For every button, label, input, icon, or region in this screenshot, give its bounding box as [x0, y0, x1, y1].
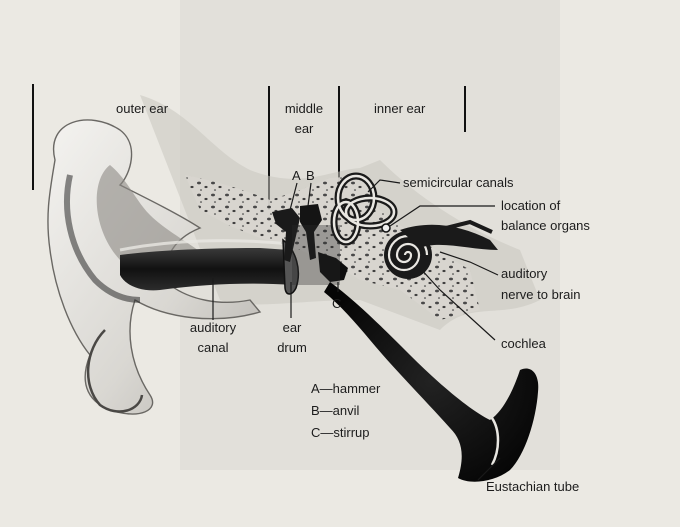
semicircular-canals-label: semicircular canals — [403, 175, 514, 190]
key-hammer: A—hammer — [311, 381, 381, 396]
ossicle-a-label: A — [292, 168, 301, 183]
leader-b — [307, 182, 312, 207]
key-anvil: B—anvil — [311, 403, 360, 418]
temporal-bone — [185, 175, 480, 320]
auditory-canal-label-line2: canal — [197, 340, 229, 355]
leader-nerve — [439, 251, 499, 276]
cochlea-label: cochlea — [501, 336, 546, 351]
ossicle-c-label: C — [332, 296, 342, 311]
leader-balance — [389, 205, 495, 227]
ear-lobe — [86, 329, 144, 413]
middle-ear-label-line1: middle — [284, 101, 324, 116]
balance-organs-label-line1: location of — [501, 198, 561, 213]
ear-drum-label-line2: drum — [277, 340, 307, 355]
outer-ear-label: outer ear — [116, 101, 169, 116]
eustachian-tube — [324, 282, 539, 482]
ossicle-b-label: B — [306, 168, 315, 183]
anvil-bone — [300, 204, 322, 260]
leader-semicircular — [367, 179, 401, 193]
leader-eustachian — [477, 457, 501, 481]
auditory-nerve-label-line2: nerve to brain — [501, 287, 581, 302]
inner-ear-label: inner ear — [374, 101, 426, 116]
eustachian-tube-label: Eustachian tube — [486, 479, 580, 494]
balance-organ — [381, 223, 391, 233]
hammer-bone — [272, 208, 300, 262]
auditory-canal-label-line1: auditory — [189, 320, 237, 335]
pinna-fold — [64, 174, 141, 303]
ear-canal — [120, 248, 292, 291]
ear-drum-label-line1: ear — [282, 320, 302, 335]
key-stirrup: C—stirrup — [311, 425, 370, 440]
leader-a — [289, 182, 298, 211]
ear-canal-wall — [119, 239, 291, 252]
auditory-nerve-label-line1: auditory — [501, 266, 548, 281]
middle-ear-label-line2: ear — [294, 121, 314, 136]
auditory-nerve — [400, 224, 498, 250]
stirrup-bone — [318, 252, 348, 282]
balance-organs-label-line2: balance organs — [501, 218, 590, 233]
middle-ear-cavity — [292, 225, 340, 285]
leader-cochlea — [419, 267, 496, 341]
